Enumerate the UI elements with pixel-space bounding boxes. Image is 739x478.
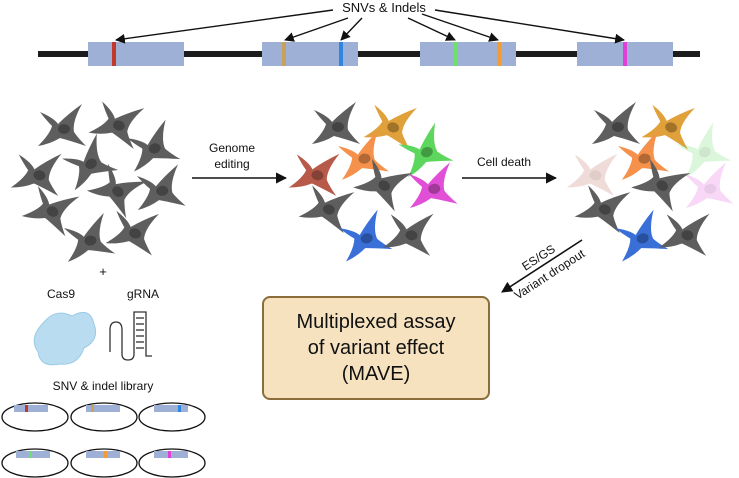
snv-indels-label: SNVs & Indels xyxy=(342,0,426,15)
grna-icon xyxy=(109,311,152,361)
cell-icon xyxy=(335,208,393,262)
edited-cell-population xyxy=(288,96,458,262)
mave-result-box: Multiplexed assay of variant effect (MAV… xyxy=(262,296,490,400)
grna-label: gRNA xyxy=(127,287,159,301)
plasmid-icon xyxy=(1,402,69,432)
variant-mark-green xyxy=(454,42,458,66)
variant-mark-magenta xyxy=(623,42,627,66)
cell-icon xyxy=(88,93,149,150)
variant-mark-orange xyxy=(497,42,501,66)
plasmid-library xyxy=(1,402,206,478)
scoring-arrow xyxy=(501,239,583,293)
plasmid-icon xyxy=(1,448,69,478)
cell-icon xyxy=(288,146,344,196)
cell-icon xyxy=(566,146,622,196)
post-selection-cell-population xyxy=(566,96,734,262)
cell-icon xyxy=(10,146,66,196)
cell-icon xyxy=(60,212,116,262)
plasmid-icon xyxy=(70,448,138,478)
cell-icon xyxy=(611,208,669,262)
mave-title-line3: (MAVE) xyxy=(341,363,411,385)
variant-mark-red xyxy=(112,42,116,66)
cell-death-label: Cell death xyxy=(477,155,531,169)
cell-icon xyxy=(38,104,86,146)
mave-title-line1: Multiplexed assay xyxy=(296,311,456,333)
library-label: SNV & indel library xyxy=(53,379,154,393)
cas9-protein-icon xyxy=(33,311,97,366)
chromosome xyxy=(38,42,700,66)
plus-sign: + xyxy=(99,264,107,279)
cell-icon xyxy=(21,177,84,237)
plasmid-icon xyxy=(138,402,206,432)
plasmid-icon xyxy=(70,402,138,432)
variant-mark-tan xyxy=(282,42,286,66)
cas9-label: Cas9 xyxy=(47,287,75,301)
mave-title-line2: of variant effect xyxy=(307,337,445,359)
cell-icon xyxy=(105,202,163,256)
cell-icon xyxy=(592,102,640,144)
plasmid-icon xyxy=(138,448,206,478)
editing-label-line2: editing xyxy=(214,157,249,171)
cell-icon xyxy=(312,102,360,144)
exon-2 xyxy=(262,42,358,66)
wildtype-cell-population xyxy=(10,93,186,262)
variant-mark-blue xyxy=(339,42,343,66)
cell-icon xyxy=(56,131,119,191)
exon-1 xyxy=(88,42,184,66)
exon-3 xyxy=(420,42,516,66)
variant-pointer-arrows xyxy=(115,9,625,44)
editing-label-line1: Genome xyxy=(209,141,255,155)
cell-icon xyxy=(134,163,186,211)
